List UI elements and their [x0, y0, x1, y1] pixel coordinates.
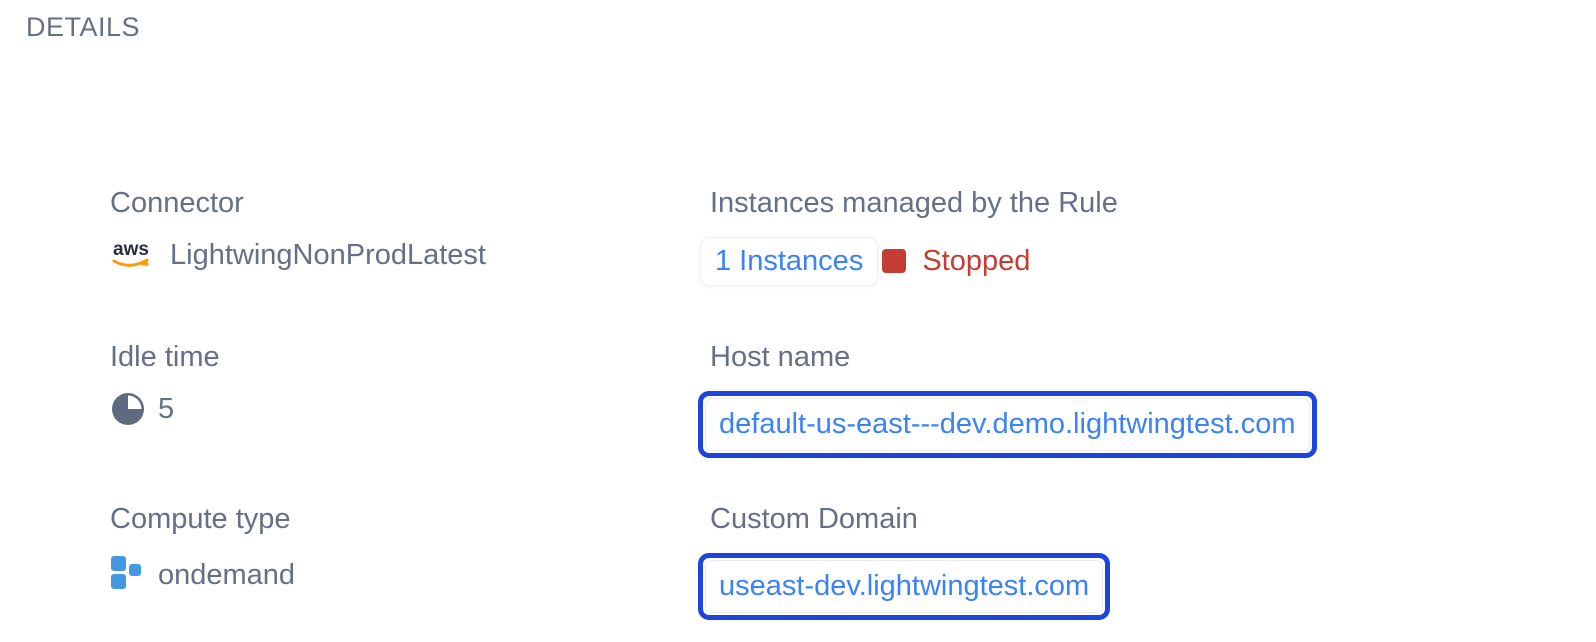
field-idle-time: Idle time 5: [110, 340, 710, 502]
custom-domain-link[interactable]: useast-dev.lightwingtest.com: [705, 559, 1104, 613]
stopped-status-icon: [882, 249, 907, 274]
compute-type-icon: [111, 555, 141, 589]
field-compute-type: Compute type ondemand: [110, 502, 710, 620]
host-name-link[interactable]: default-us-east---dev.demo.lightwingtest…: [705, 397, 1310, 451]
instances-label: Instances managed by the Rule: [710, 187, 1118, 219]
field-custom-domain: Custom Domain useast-dev.lightwingtest.c…: [698, 502, 1317, 620]
connector-value-row: aws LightwingNonProdLatest: [110, 237, 710, 273]
idle-time-value: 5: [158, 392, 175, 425]
instances-count-link[interactable]: 1 Instances: [700, 236, 879, 286]
host-name-label: Host name: [710, 341, 851, 373]
custom-domain-label: Custom Domain: [710, 503, 918, 535]
connector-label: Connector: [110, 187, 244, 219]
status-badge: Stopped: [922, 244, 1031, 277]
compute-type-value: ondemand: [158, 558, 296, 591]
page-title: DETAILS: [26, 12, 141, 42]
host-name-focus-ring: default-us-east---dev.demo.lightwingtest…: [698, 390, 1317, 458]
custom-domain-focus-ring: useast-dev.lightwingtest.com: [698, 552, 1111, 620]
field-connector: Connector aws LightwingNonProdLatest: [110, 186, 710, 340]
compute-type-label: Compute type: [110, 503, 291, 535]
idle-time-pie-icon: [112, 392, 144, 425]
details-grid: Connector aws LightwingNonProdLatest Ins…: [110, 186, 1317, 620]
instances-value-row: 1 Instances Stopped: [700, 236, 1317, 286]
svg-text:aws: aws: [113, 239, 149, 260]
aws-icon: aws: [112, 239, 149, 267]
idle-time-value-row: 5: [110, 391, 710, 427]
field-instances: Instances managed by the Rule 1 Instance…: [700, 186, 1317, 340]
idle-time-label: Idle time: [110, 341, 220, 373]
field-host-name: Host name default-us-east---dev.demo.lig…: [698, 340, 1317, 502]
compute-type-value-row: ondemand: [110, 553, 710, 597]
connector-value: LightwingNonProdLatest: [170, 238, 486, 271]
